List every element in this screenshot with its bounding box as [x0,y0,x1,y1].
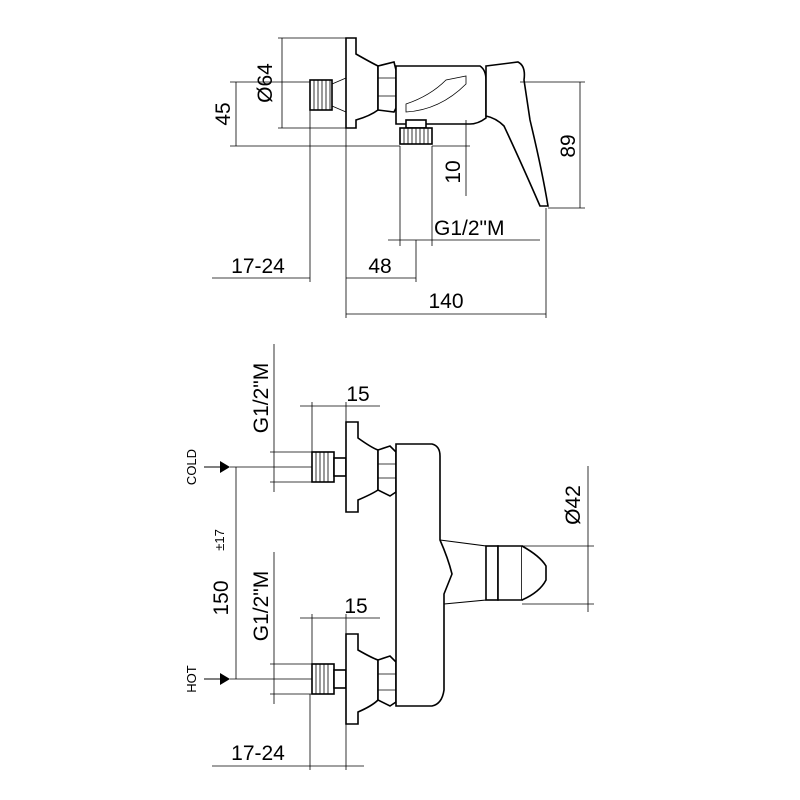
dim-front-hot-thread-label: G1/2"M [250,571,273,641]
cold-label: COLD [184,449,199,485]
dim-side-wall-range-label: 17-24 [231,255,285,278]
dim-side-outlet-offset: 48 [346,255,416,279]
dim-side-height-offset: 45 [212,81,400,147]
front-handle-cartridge [439,539,547,605]
dim-side-outlet-height-label: 10 [442,160,465,183]
dim-side-outlet-offset-label: 48 [368,255,391,278]
side-view: Ø64 45 89 10 G1/2"M [212,37,585,318]
dim-side-height-offset-label: 45 [212,102,235,125]
front-view: Ø42 G1/2"M 15 G1/2"M 15 [184,344,594,770]
dim-side-outlet-thread: G1/2"M [388,146,540,246]
side-outlet-thread [399,119,433,145]
dim-front-hot-depth-label: 15 [344,595,367,618]
dim-front-centers-tol: ±17 [212,529,227,551]
dim-side-diameter: Ø64 [254,37,346,129]
side-lever-handle [485,61,549,207]
side-wall-flange [345,37,379,129]
dim-front-handle-diameter-label: Ø42 [562,485,585,525]
hot-label: HOT [184,665,199,693]
dim-side-overall-height: 89 [520,81,585,209]
side-mixer-body [395,65,487,125]
front-hot-inlet [311,633,397,725]
front-cold-inlet [311,421,397,513]
dim-front-cold-thread-label: G1/2"M [250,363,273,433]
front-mixer-body [395,443,453,707]
dim-front-hot-thread: G1/2"M [250,552,312,704]
dim-front-hot-depth: 15 [300,595,380,664]
side-inlet-thread [309,77,347,113]
cold-inlet-marker: COLD [184,449,230,485]
dim-front-cold-depth: 15 [300,383,380,452]
dim-front-handle-diameter: Ø42 [522,466,594,612]
dim-side-overall-height-label: 89 [557,134,580,157]
dim-front-cold-thread: G1/2"M [250,344,312,492]
dim-front-cold-depth-label: 15 [346,383,369,406]
dim-side-outlet-height: 10 [432,120,470,196]
dim-side-diameter-label: Ø64 [254,63,277,103]
dim-side-outlet-thread-label: G1/2"M [434,217,504,240]
dim-front-wall-range-label: 17-24 [231,742,285,765]
dim-side-overall-depth-label: 140 [428,290,463,313]
dim-side-overall-depth: 140 [346,290,546,315]
hot-inlet-marker: HOT [184,665,230,693]
dim-front-wall-range: 17-24 [212,742,364,767]
dim-front-centers: 150 ±17 [210,466,312,680]
dim-front-centers-label: 150 [210,580,233,615]
dim-side-wall-range: 17-24 [212,255,310,279]
side-hex-nut [377,61,397,113]
